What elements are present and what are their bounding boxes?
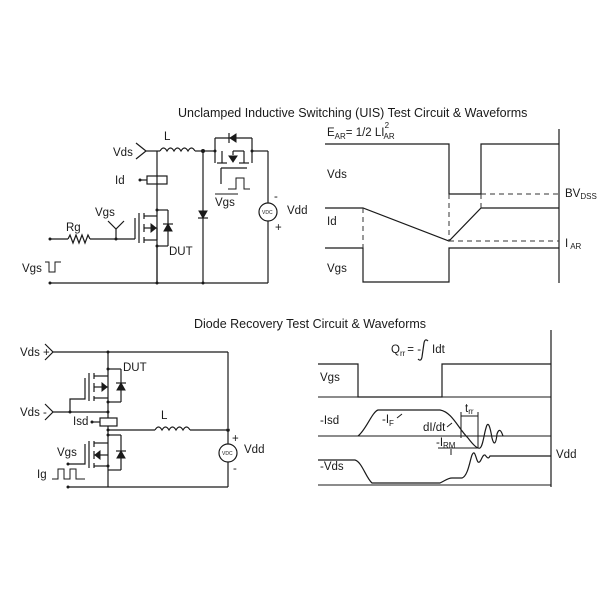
uis-vds-label: Vds: [113, 147, 133, 159]
uis-vdc-label: VDC: [262, 210, 273, 216]
diode-plus-label: +: [232, 433, 239, 445]
uis-switch-mosfet-icon: [213, 133, 254, 184]
uis-inductor-label: L: [164, 131, 171, 143]
uis-vds-wave-label: Vds: [327, 169, 347, 181]
diode-vdc-label: VDC: [222, 451, 233, 457]
diode-ig-label: Ig: [37, 469, 47, 481]
uis-rg-resistor-icon: [67, 233, 91, 245]
diode-vdd-label: Vdd: [244, 444, 264, 456]
uis-freewheel-diode-icon: [198, 210, 208, 220]
diode-vdd-wave-label: Vdd: [556, 449, 576, 461]
didt-arrow-icon: [446, 422, 453, 428]
uis-vds-waveform: [325, 143, 559, 195]
vds-terminal-arrow-icon: [135, 142, 147, 160]
uis-id-wave-label: Id: [327, 216, 337, 228]
if-label: -IF: [382, 414, 394, 428]
diode-vds-wave-label: -Vds: [320, 461, 344, 473]
uis-dut-label: DUT: [169, 246, 193, 258]
diode-vds-plus-label: Vds +: [20, 347, 50, 359]
diode-circuit: Vds + DUT Vds -: [20, 343, 264, 489]
uis-current-sensor-icon: [146, 175, 168, 185]
uis-plus-label: +: [275, 222, 282, 234]
uis-title: Unclamped Inductive Switching (UIS) Test…: [178, 106, 527, 120]
if-arrow-icon: [396, 413, 403, 419]
uis-vgs-wave-label: Vgs: [327, 263, 347, 275]
diode-vds-waveform: [318, 452, 551, 484]
uis-pulse-icon: [45, 261, 61, 273]
qrr-eq-label: Qrr= -: [391, 344, 421, 358]
diode-lower-mosfet-icon: [66, 430, 126, 487]
diode-vgs-label: Vgs: [57, 447, 77, 459]
uis-vgs-probe-icon: [107, 220, 125, 230]
uis-dut-mosfet-icon: [138, 208, 173, 248]
diode-inductor-label: L: [161, 410, 168, 422]
uis-rg-label: Rg: [66, 222, 81, 234]
irm-label: -IRM: [436, 437, 456, 450]
uis-vgs-input-label: Vgs: [95, 207, 115, 219]
uis-vgs-waveform: [325, 247, 559, 283]
qrr-int-label: Idt: [432, 344, 446, 356]
didt-label: dI/dt: [423, 422, 446, 434]
uis-id-label: Id: [115, 175, 125, 187]
uis-inductor-icon: [159, 147, 196, 153]
diode-current-sensor-icon: [99, 417, 118, 427]
uis-id-waveform: [325, 207, 559, 242]
trr-label: trr: [465, 403, 474, 416]
diode-vds-minus-label: Vds -: [20, 407, 47, 419]
diode-vgs-wave-label: Vgs: [320, 372, 340, 384]
uis-vgs-pulse-label: Vgs: [22, 263, 42, 275]
diode-isd-wave-label: -Isd: [320, 415, 339, 427]
diode-isd-waveform: [357, 409, 504, 449]
diode-title: Diode Recovery Test Circuit & Waveforms: [194, 317, 426, 331]
diode-inductor-icon: [154, 426, 191, 432]
uis-gate-pulse-icon: [228, 177, 250, 190]
uis-vdd-label: Vdd: [287, 205, 307, 217]
diode-dut-label: DUT: [123, 362, 147, 374]
uis-vgs-bar-label: Vgs: [215, 197, 235, 209]
diode-dut-mosfet-icon: [69, 352, 126, 413]
integral-icon: [417, 339, 429, 361]
bvdss-label: BVDSS: [565, 188, 597, 201]
uis-minus-label: -: [274, 191, 278, 203]
uis-circuit: Vds L Id: [22, 131, 307, 285]
diode-waveforms: Qrr= - Idt Vgs -Isd -IF dI/dt trr -IRM: [318, 330, 576, 487]
diode-isd-label: Isd: [73, 416, 88, 428]
diode-minus-label: -: [233, 463, 237, 475]
diode-ig-pulse-icon: [52, 468, 85, 480]
diode-vgs-waveform: [318, 363, 551, 398]
energy-eq-label: EAR= 1/2 LIAR2: [327, 121, 395, 141]
